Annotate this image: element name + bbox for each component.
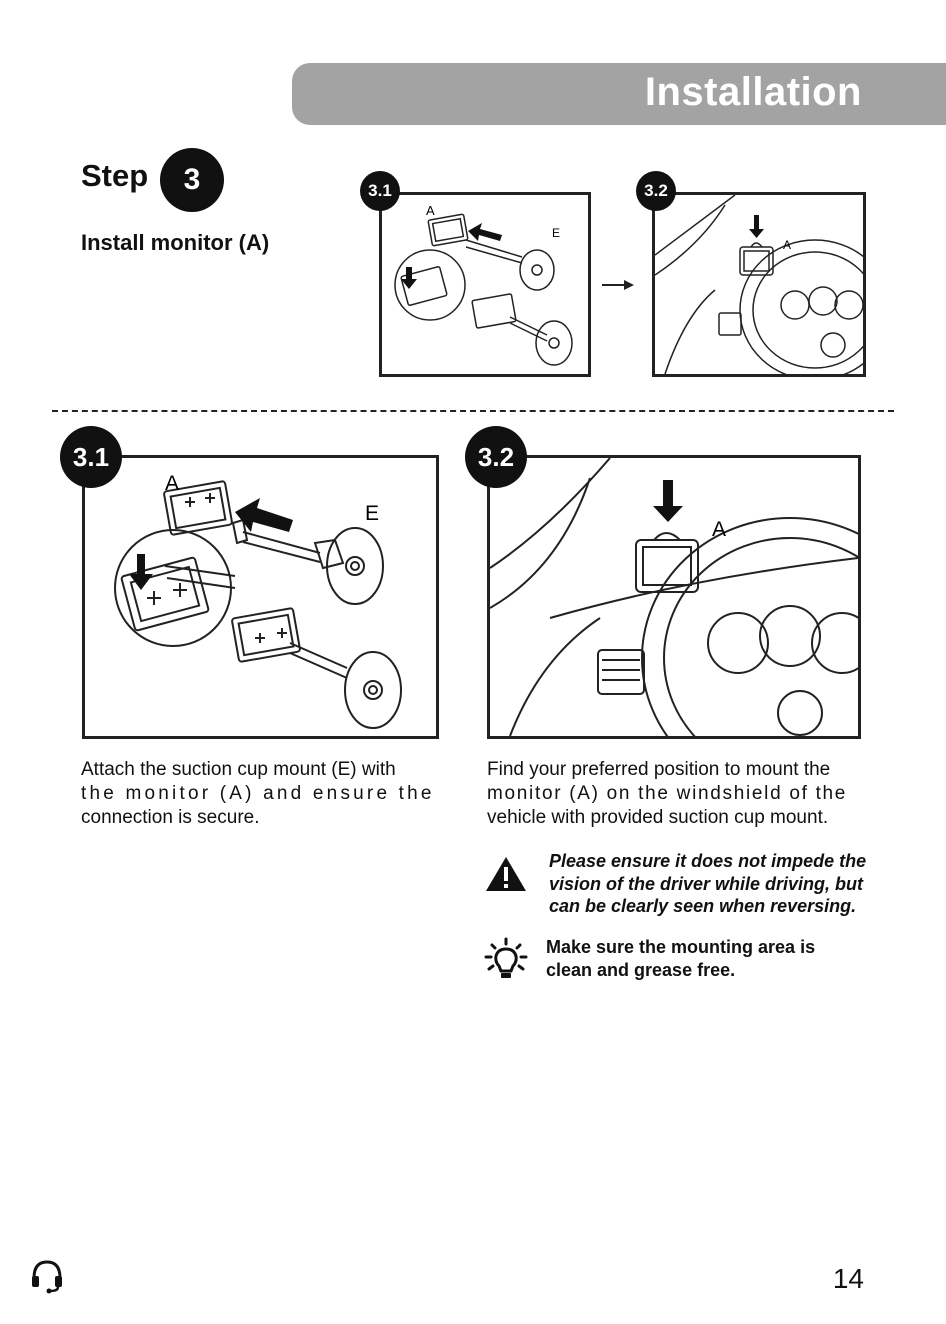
panel-label-a-right: A: [712, 518, 726, 541]
thumb-label-a-right: A: [783, 238, 791, 252]
panel-3-1: A E: [82, 455, 439, 739]
windshield-illustration: A: [490, 458, 858, 736]
step-label: Step: [81, 158, 149, 193]
thumbnail-3-1: A E: [379, 192, 591, 377]
warning-line: vision of the driver while driving, but: [549, 873, 864, 894]
suction-mount-illustration: A E: [114, 472, 402, 729]
tip-text: Make sure the mounting area is clean and…: [546, 936, 815, 981]
dashed-divider: [52, 410, 894, 412]
tip-line: clean and grease free.: [546, 959, 736, 980]
thumb-label-a: A: [426, 203, 435, 218]
windshield-thumbnail-illustration: A: [655, 195, 863, 374]
panel-badge-3-1: 3.1: [60, 426, 122, 488]
headset-icon: [32, 1260, 62, 1294]
thumbnail-3-2: A: [652, 192, 866, 377]
thumb-badge-3-2: 3.2: [636, 171, 676, 211]
header-bar: [292, 63, 946, 125]
step-number-badge: 3: [160, 148, 224, 212]
panel-3-2: A: [487, 455, 861, 739]
warning-text: Please ensure it does not impede the vis…: [549, 850, 866, 918]
tip-line: Make sure the mounting area is: [546, 937, 816, 957]
lightbulb-icon: [484, 937, 528, 978]
caption-3-2-line: Find your preferred position to mount th…: [487, 759, 831, 780]
page-title: Installation: [644, 70, 862, 114]
warning-line: Please ensure it does not impede the: [549, 851, 867, 871]
caption-3-2-line: vehicle with provided suction cup mount.: [487, 807, 829, 828]
panel-label-a: A: [165, 472, 179, 495]
caption-3-1-line: the monitor (A) and ensure the: [81, 783, 435, 804]
panel-badge-3-2: 3.2: [465, 426, 527, 488]
arrow-right-icon: [602, 280, 634, 290]
warning-icon: [486, 857, 526, 891]
caption-3-1-line: Attach the suction cup mount (E) with: [81, 759, 396, 780]
caption-3-1-line: connection is secure.: [81, 807, 260, 828]
page-number: 14: [832, 1263, 864, 1294]
thumb-label-e: E: [552, 226, 560, 240]
caption-3-2: Find your preferred position to mount th…: [487, 758, 867, 830]
thumb-badge-3-1: 3.1: [360, 171, 400, 211]
panel-label-e: E: [365, 502, 379, 525]
caption-3-1: Attach the suction cup mount (E) with th…: [81, 758, 437, 830]
warning-line: can be clearly seen when reversing.: [549, 896, 857, 916]
step-subtitle: Install monitor (A): [81, 230, 270, 255]
caption-3-2-line: monitor (A) on the windshield of the: [487, 783, 848, 804]
suction-mount-thumbnail-illustration: A E: [394, 203, 573, 366]
